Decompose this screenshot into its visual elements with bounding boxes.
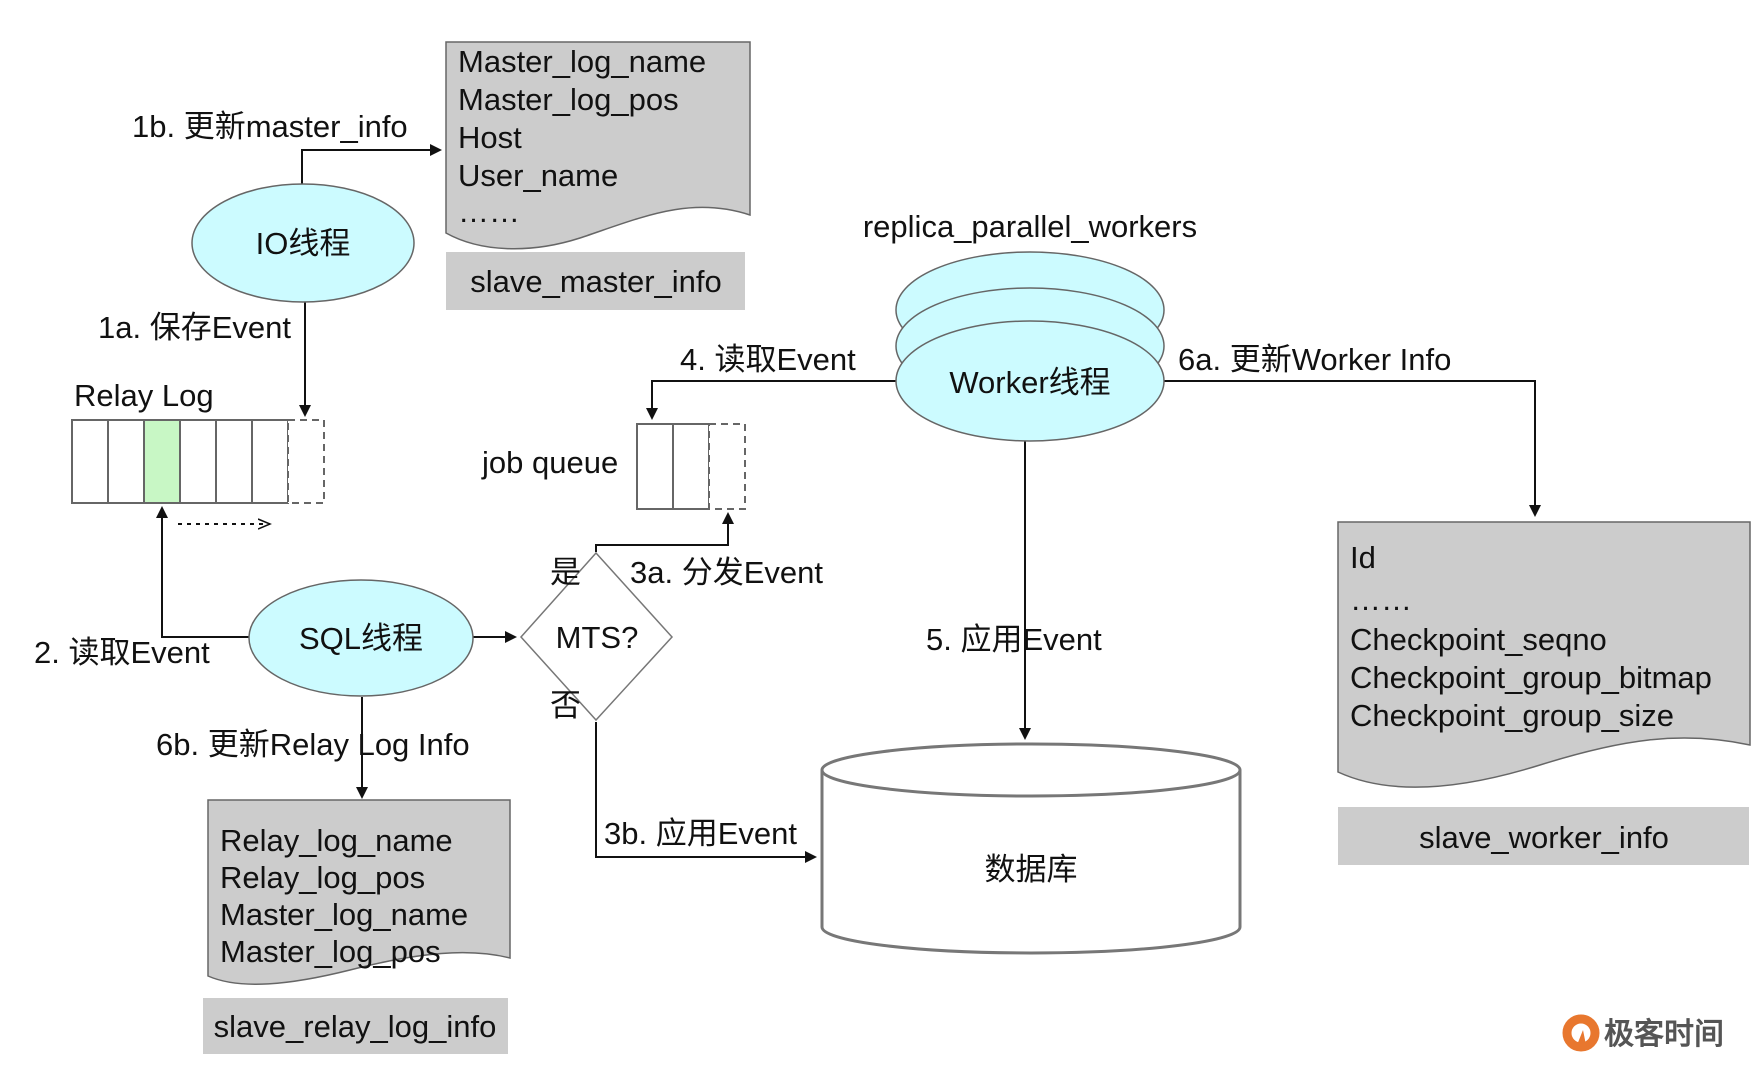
io-thread-node: [191, 183, 415, 303]
worker-thread-node: [895, 320, 1165, 442]
edge-4-label: 4. 读取Event: [680, 342, 856, 377]
io-thread-label: IO线程: [256, 226, 351, 261]
database-label: 数据库: [985, 852, 1078, 887]
mts-yes-label: 是: [550, 555, 581, 590]
edge-1a-label: 1a. 保存Event: [98, 310, 291, 345]
master-info-table-label-box: [446, 252, 745, 310]
master-info-table-name: slave_master_info: [470, 264, 722, 299]
master-info-field: Host: [458, 120, 522, 155]
relay-log-info-field: Master_log_name: [220, 897, 468, 932]
edge-3a-label: 3a. 分发Event: [630, 555, 823, 590]
edge-3b-label: 3b. 应用Event: [604, 816, 797, 851]
database-node: [820, 742, 1242, 955]
relay-log-info-table-label-box: [203, 998, 508, 1054]
worker-info-field: Id: [1350, 540, 1376, 575]
job-queue-pending-cell: [708, 423, 746, 510]
geektime-brand-text: 极客时间: [1604, 1017, 1724, 1052]
master-info-field: Master_log_pos: [458, 82, 679, 117]
worker-group-title: replica_parallel_workers: [863, 209, 1197, 244]
relay-log-cell: [71, 419, 109, 504]
job-queue-cell: [672, 423, 710, 510]
worker-info-field: ……: [1350, 582, 1412, 617]
relay-log-active-cell: [143, 419, 181, 504]
relay-log-buffer: [71, 419, 325, 504]
relay-log-cell: [179, 419, 217, 504]
relay-log-cell: [215, 419, 253, 504]
worker-info-table-name: slave_worker_info: [1419, 820, 1669, 855]
worker-thread-label: Worker线程: [949, 365, 1110, 400]
edge-6a: [1161, 380, 1541, 517]
edge-6b-label: 6b. 更新Relay Log Info: [156, 727, 470, 762]
mts-decision-node: [519, 551, 674, 722]
relay-log-pending-cell: [287, 419, 325, 504]
edge-2-label: 2. 读取Event: [34, 635, 210, 670]
mts-no-label: 否: [550, 688, 581, 723]
master-info-field: Master_log_name: [458, 44, 706, 79]
job-queue-buffer: [636, 423, 746, 510]
relay-log-info-field: Relay_log_pos: [220, 860, 425, 895]
mts-decision-label: MTS?: [556, 620, 639, 655]
relay-log-info-document: Relay_log_name Relay_log_pos Master_log_…: [207, 799, 511, 985]
relay-log-title: Relay Log: [74, 378, 214, 413]
edge-3a: [595, 512, 734, 552]
sql-thread-label: SQL线程: [299, 621, 423, 656]
edge-2: [156, 506, 250, 638]
master-info-document: Master_log_name Master_log_pos Host User…: [445, 41, 751, 250]
job-queue-title: job queue: [481, 445, 618, 480]
edge-3b: [595, 722, 817, 863]
edge-1b: [301, 144, 442, 184]
relay-log-cell: [107, 419, 145, 504]
worker-info-field: Checkpoint_group_size: [1350, 698, 1674, 733]
master-info-field: ……: [458, 194, 520, 229]
relay-log-info-table-name: slave_relay_log_info: [214, 1009, 497, 1044]
sql-thread-node: [248, 579, 474, 697]
worker-info-field: Checkpoint_seqno: [1350, 622, 1607, 657]
edge-1b-label: 1b. 更新master_info: [132, 109, 408, 144]
geektime-logo: 极客时间: [1562, 1014, 1724, 1052]
worker-info-field: Checkpoint_group_bitmap: [1350, 660, 1712, 695]
relay-log-info-field: Relay_log_name: [220, 823, 453, 858]
edge-4: [646, 380, 898, 420]
worker-info-table-label-box: [1338, 807, 1749, 865]
relay-log-cell: [251, 419, 289, 504]
edge-6a-label: 6a. 更新Worker Info: [1178, 342, 1451, 377]
relay-log-info-field: Master_log_pos: [220, 934, 441, 969]
job-queue-cell: [636, 423, 674, 510]
worker-info-document: Id …… Checkpoint_seqno Checkpoint_group_…: [1337, 521, 1751, 788]
edge-5-label: 5. 应用Event: [926, 622, 1102, 657]
master-info-field: User_name: [458, 158, 618, 193]
